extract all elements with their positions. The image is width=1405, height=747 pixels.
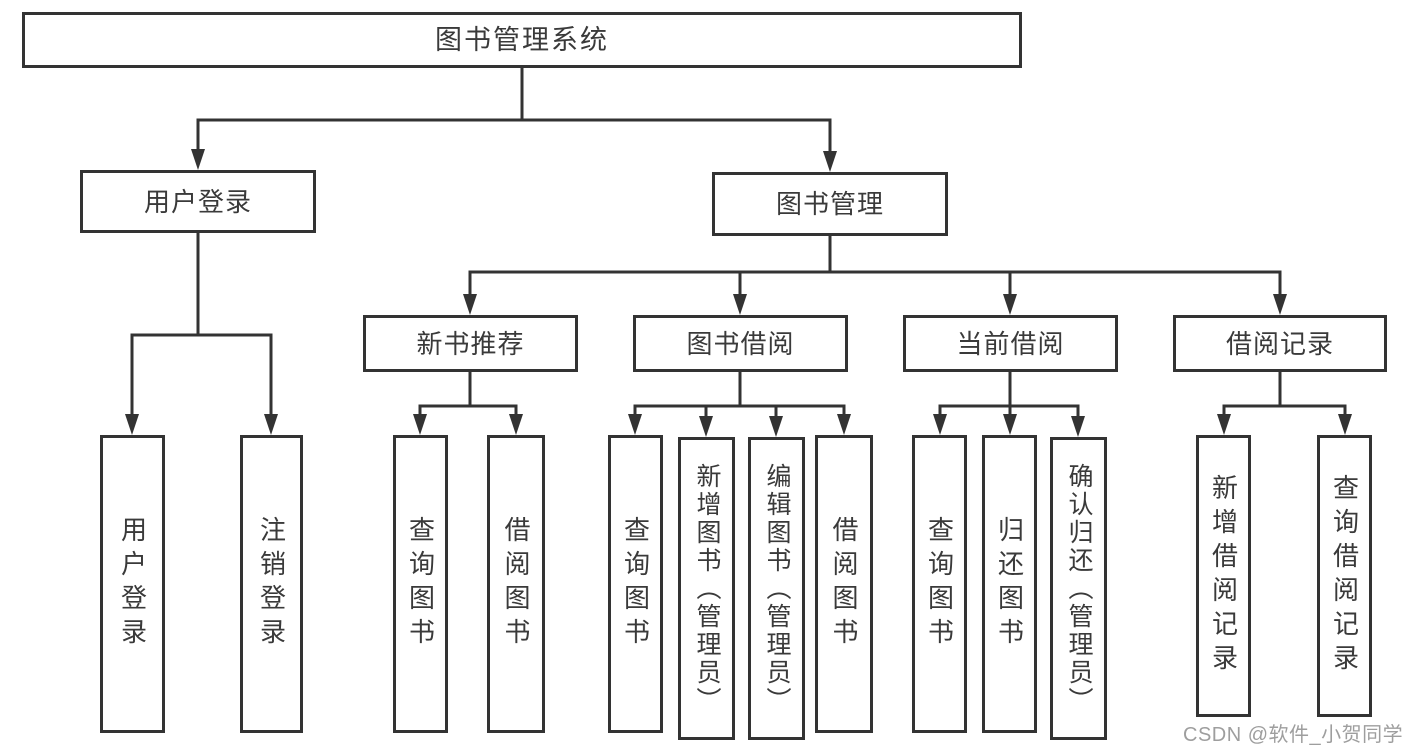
connector-root-to-level2 [196, 66, 832, 156]
node-borrowing-records: 借阅记录 [1173, 315, 1387, 372]
node-book-management: 图书管理 [712, 172, 948, 236]
leaf-borrowing-edit-books-admin: 编辑图书（管理员） [748, 437, 805, 740]
node-user-login: 用户登录 [80, 170, 316, 233]
arrowheads [125, 149, 1352, 437]
connector-current-borrow-branch [938, 370, 1080, 421]
leaf-current-query-books: 查询图书 [912, 435, 967, 733]
leaf-borrowing-borrow-books: 借阅图书 [815, 435, 873, 733]
leaf-records-query-record: 查询借阅记录 [1317, 435, 1372, 717]
leaf-records-add-record: 新增借阅记录 [1196, 435, 1251, 717]
leaf-borrowing-query-books: 查询图书 [608, 435, 663, 733]
connector-book-borrow-branch [633, 370, 846, 421]
leaf-current-confirm-return-admin: 确认归还（管理员） [1050, 437, 1107, 740]
connector-borrow-record-branch [1222, 370, 1347, 419]
csdn-watermark: CSDN @软件_小贺同学 [1183, 724, 1404, 746]
leaf-user-login: 用户登录 [100, 435, 165, 733]
node-book-borrowing: 图书借阅 [633, 315, 848, 372]
leaf-newbook-query-books: 查询图书 [393, 435, 448, 733]
leaf-logout: 注销登录 [240, 435, 303, 733]
connector-book-management-branch [468, 234, 1282, 299]
connector-new-book-branch [418, 370, 518, 419]
leaf-borrowing-add-books-admin: 新增图书（管理员） [678, 437, 735, 740]
connector-user-login-branch [130, 231, 273, 419]
leaf-current-return-books: 归还图书 [982, 435, 1037, 733]
node-current-borrowing: 当前借阅 [903, 315, 1118, 372]
leaf-newbook-borrow-books: 借阅图书 [487, 435, 545, 733]
node-new-book-recommend: 新书推荐 [363, 315, 578, 372]
node-library-management-system: 图书管理系统 [22, 12, 1022, 68]
